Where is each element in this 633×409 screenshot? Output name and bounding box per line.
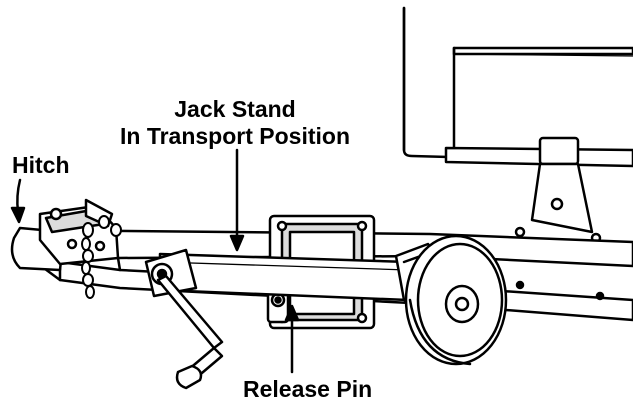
jack-stand-label-line1: Jack Stand (174, 96, 296, 122)
release-pin-label: Release Pin (243, 376, 373, 402)
jack-tube (144, 248, 410, 302)
jack-stand-label: Jack Stand In Transport Position (104, 96, 366, 150)
jack-stand-label-line2: In Transport Position (119, 123, 350, 149)
trailer-body (402, 6, 633, 168)
hitch-label: Hitch (12, 152, 70, 178)
hitch-coupler (10, 198, 120, 272)
crank-handle (156, 274, 224, 390)
safety-chain (81, 215, 122, 299)
callout-leaders (10, 148, 300, 374)
mounting-bracket (514, 136, 602, 244)
caster-wheel (404, 234, 508, 366)
